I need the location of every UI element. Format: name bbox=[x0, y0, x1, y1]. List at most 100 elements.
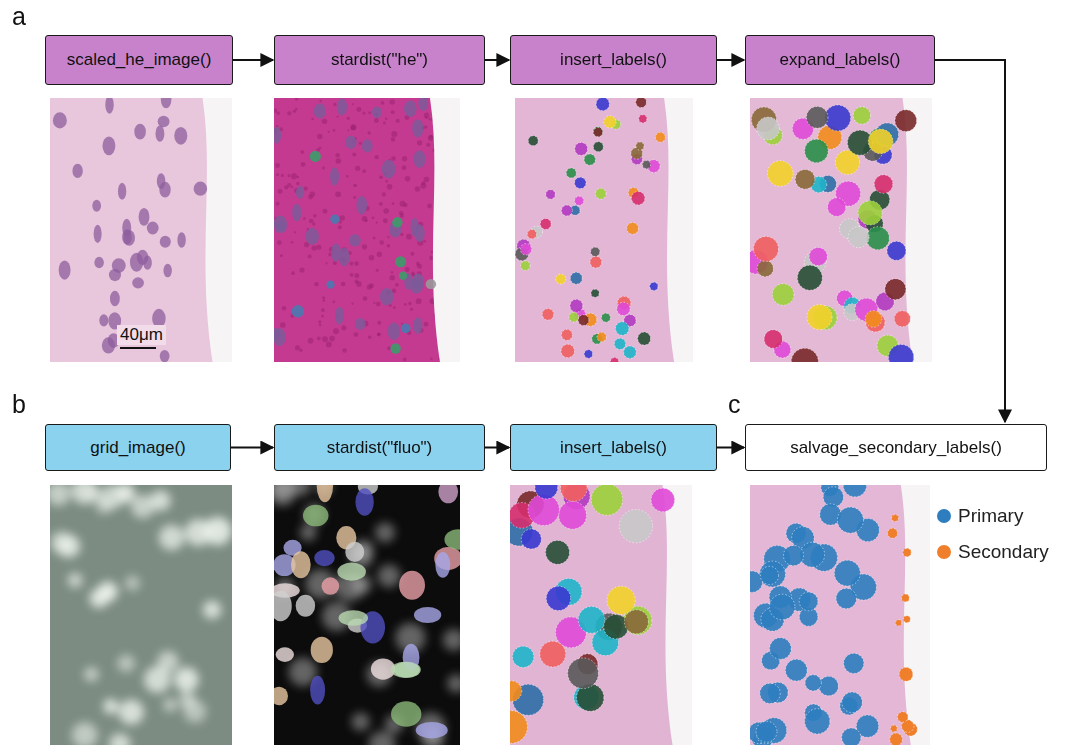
texture-dot bbox=[393, 306, 396, 309]
process-box: grid_image() bbox=[45, 424, 231, 471]
label-blob bbox=[903, 548, 911, 556]
legend: PrimarySecondary bbox=[936, 498, 1049, 570]
fluor-spot bbox=[184, 700, 207, 723]
nucleus bbox=[94, 257, 104, 269]
texture-dot bbox=[421, 181, 425, 185]
texture-dot bbox=[333, 103, 336, 106]
texture-dot bbox=[276, 173, 279, 176]
texture-dot bbox=[355, 279, 359, 283]
texture-dot bbox=[277, 240, 282, 245]
label-blob bbox=[345, 542, 364, 562]
texture-dot bbox=[276, 111, 280, 115]
nucleus bbox=[156, 125, 165, 141]
texture-dot bbox=[353, 184, 357, 188]
texture-dot bbox=[405, 176, 411, 182]
label-blob bbox=[866, 227, 889, 250]
fluor-spot bbox=[150, 490, 171, 511]
label-blob bbox=[636, 142, 644, 150]
texture-dot bbox=[377, 252, 382, 257]
nucleus bbox=[388, 322, 400, 340]
image-ground bbox=[750, 98, 932, 362]
nucleus bbox=[356, 196, 367, 215]
label-blob bbox=[638, 332, 651, 345]
micrograph bbox=[50, 98, 232, 362]
fluor-spot bbox=[119, 699, 144, 724]
fluorescence bbox=[274, 485, 460, 745]
texture-dot bbox=[339, 221, 342, 224]
texture-dot bbox=[424, 177, 430, 183]
texture-dot bbox=[300, 150, 304, 154]
function-name: insert_labels() bbox=[552, 50, 675, 70]
label-blob bbox=[853, 107, 870, 124]
fluorescence bbox=[50, 485, 232, 745]
label-blob bbox=[639, 115, 647, 123]
texture-dot bbox=[416, 262, 420, 266]
label-blob bbox=[791, 348, 818, 362]
texture-dot bbox=[406, 234, 412, 240]
legend-dot bbox=[937, 545, 951, 559]
texture-dot bbox=[291, 186, 293, 188]
texture-dot bbox=[288, 174, 291, 177]
texture-dot bbox=[308, 338, 314, 344]
label-blob bbox=[337, 563, 366, 581]
texture-dot bbox=[336, 158, 341, 163]
texture-dot bbox=[353, 196, 356, 199]
label-blob bbox=[570, 272, 582, 284]
texture-dot bbox=[423, 240, 425, 242]
label-blob bbox=[834, 560, 860, 586]
texture-dot bbox=[304, 187, 308, 191]
label-blob bbox=[593, 128, 602, 137]
fluor-spot bbox=[89, 589, 109, 609]
label-blob bbox=[296, 595, 316, 617]
fluor-spot bbox=[72, 722, 98, 745]
label-blob bbox=[303, 505, 329, 527]
label-blob bbox=[655, 132, 665, 142]
label-blob bbox=[310, 676, 325, 705]
label-blob bbox=[355, 488, 373, 516]
texture-dot bbox=[313, 214, 317, 218]
texture-dot bbox=[415, 186, 420, 191]
texture-dot bbox=[351, 124, 357, 130]
label-blob bbox=[510, 681, 522, 701]
label-blob bbox=[896, 620, 902, 626]
fluor-spot bbox=[274, 485, 296, 506]
label-blob bbox=[566, 168, 576, 178]
texture-dot bbox=[402, 156, 407, 161]
label-blob bbox=[291, 551, 311, 578]
texture-dot bbox=[291, 271, 295, 275]
label-blob bbox=[540, 641, 566, 667]
image-ground bbox=[510, 485, 692, 745]
label-blob bbox=[597, 332, 606, 341]
texture-dot bbox=[400, 214, 404, 218]
fluor-spot bbox=[375, 523, 395, 543]
label-blob bbox=[591, 485, 622, 515]
texture-dot bbox=[400, 201, 406, 207]
label-blob bbox=[593, 142, 603, 152]
function-name: scaled_he_image() bbox=[59, 50, 220, 70]
label-blob bbox=[561, 329, 572, 340]
label-blob bbox=[510, 711, 527, 744]
texture-dot bbox=[424, 322, 429, 327]
nucleus bbox=[59, 260, 71, 279]
nucleus bbox=[160, 236, 171, 248]
label-blob bbox=[848, 227, 869, 248]
fluor-spot bbox=[203, 517, 231, 545]
texture-dot bbox=[354, 273, 359, 278]
legend-swatch bbox=[936, 508, 952, 524]
fluor-spot bbox=[378, 564, 401, 587]
label-blob bbox=[888, 528, 898, 538]
texture-dot bbox=[335, 191, 341, 197]
texture-dot bbox=[316, 245, 321, 250]
tissue-edge bbox=[430, 98, 460, 362]
label-blob bbox=[899, 667, 913, 681]
texture-dot bbox=[319, 147, 322, 150]
label-blob bbox=[528, 494, 559, 525]
fluor-spot bbox=[116, 485, 135, 503]
nucleus bbox=[134, 124, 146, 140]
texture-dot bbox=[308, 255, 312, 259]
fluor-spot bbox=[68, 573, 83, 588]
label-blob bbox=[619, 509, 652, 542]
label-blob bbox=[651, 488, 674, 511]
label-blob bbox=[903, 616, 910, 623]
